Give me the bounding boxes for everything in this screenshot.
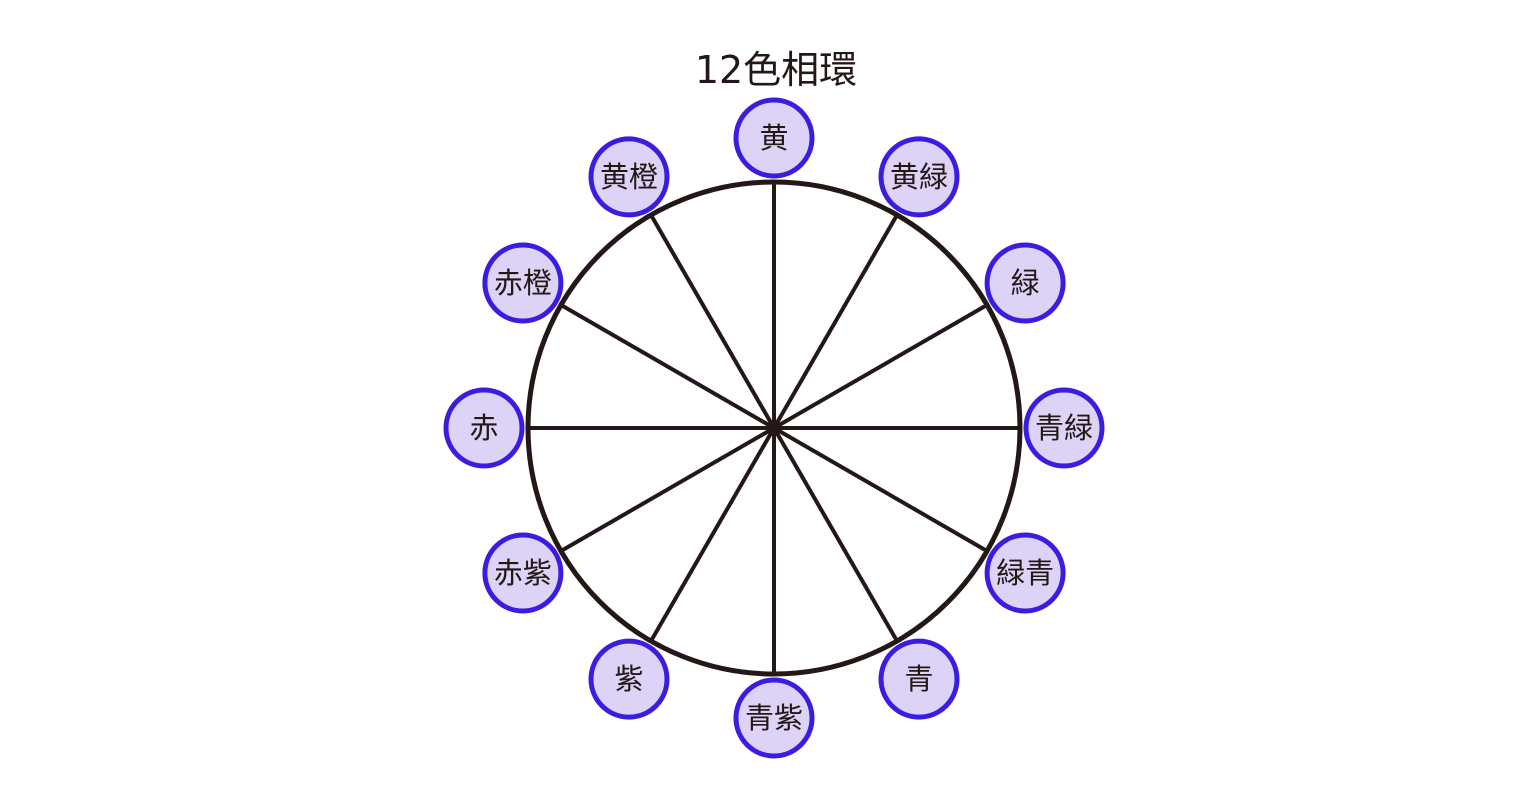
- hue-node: 黄緑: [878, 136, 960, 218]
- hue-label: 青: [904, 662, 933, 696]
- diagram-title: 12色相環: [695, 48, 857, 92]
- hue-label: 黄: [759, 121, 788, 155]
- hue-node-circle: [878, 638, 960, 720]
- hue-node-circle: [588, 136, 670, 218]
- hue-node-circle: [1023, 387, 1105, 469]
- hue-node: 赤: [443, 387, 525, 469]
- hue-node-circle: [984, 532, 1066, 614]
- hue-label: 黄橙: [600, 160, 658, 194]
- hue-label: 青紫: [745, 701, 803, 735]
- hue-node-circle: [984, 242, 1066, 324]
- hue-node: 紫: [588, 638, 670, 720]
- hue-label: 赤紫: [494, 556, 552, 590]
- hue-node-circle: [482, 242, 564, 324]
- hue-label: 紫: [614, 662, 643, 696]
- hue-node: 青紫: [733, 677, 815, 759]
- hue-node-circle: [482, 532, 564, 614]
- hue-node-circle: [878, 136, 960, 218]
- hue-node: 黄橙: [588, 136, 670, 218]
- hue-label: 赤: [469, 411, 498, 445]
- hue-node: 青: [878, 638, 960, 720]
- hue-node-circle: [443, 387, 525, 469]
- hue-node-circle: [733, 677, 815, 759]
- hue-label: 緑青: [996, 556, 1054, 590]
- hue-node: 青緑: [1023, 387, 1105, 469]
- wheel-spokes: [528, 182, 1020, 674]
- hue-label: 青緑: [1035, 411, 1093, 445]
- hue-node-circle: [588, 638, 670, 720]
- hue-label: 緑: [1011, 266, 1040, 300]
- hue-node: 赤紫: [482, 532, 564, 614]
- hue-node: 緑: [984, 242, 1066, 324]
- hue-label: 黄緑: [890, 160, 948, 194]
- hue-label: 赤橙: [494, 266, 552, 300]
- wheel-spoke: [649, 213, 899, 643]
- hue-node: 赤橙: [482, 242, 564, 324]
- hue-node: 黄: [733, 97, 815, 179]
- hue-node: 緑青: [984, 532, 1066, 614]
- hue-node-circle: [733, 97, 815, 179]
